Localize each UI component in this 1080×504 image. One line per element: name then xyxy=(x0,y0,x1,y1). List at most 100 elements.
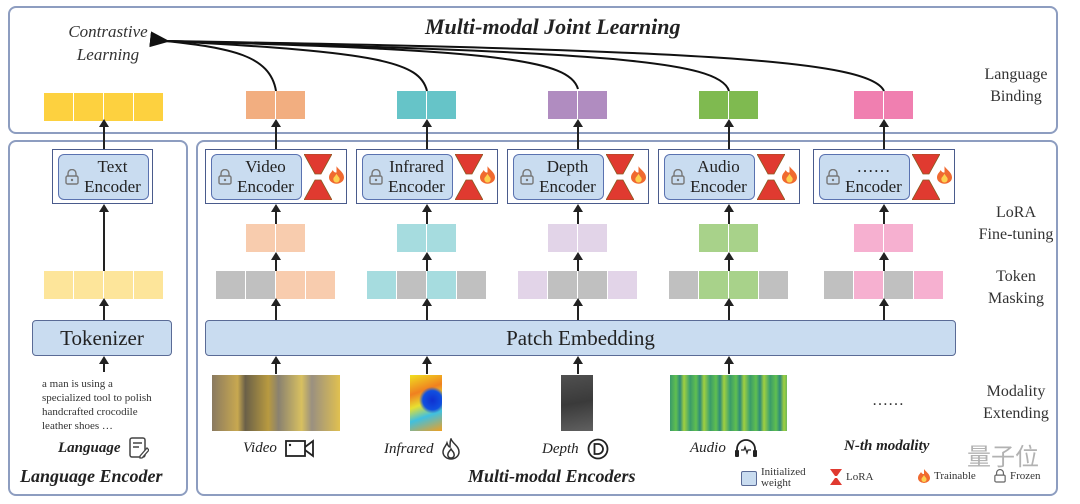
arrow xyxy=(422,119,432,149)
fire-icon xyxy=(918,469,930,483)
modality-label-language: Language xyxy=(58,437,149,459)
token xyxy=(548,91,577,119)
fire-icon xyxy=(329,166,344,184)
token xyxy=(427,91,456,119)
arrow xyxy=(573,119,583,149)
arrow xyxy=(573,204,583,224)
infrared-binding-tokens xyxy=(397,91,457,119)
masked-token xyxy=(397,271,426,299)
lock-icon xyxy=(826,169,840,185)
token xyxy=(276,271,305,299)
token xyxy=(44,93,73,121)
arrow xyxy=(422,252,432,271)
depth-binding-tokens xyxy=(548,91,608,119)
token xyxy=(74,271,103,299)
infrared-unmasked-tokens xyxy=(397,224,457,252)
token xyxy=(427,271,456,299)
arrow xyxy=(573,356,583,374)
arrow xyxy=(724,204,734,224)
masked-token xyxy=(246,271,275,299)
video-camera-icon xyxy=(284,439,314,458)
token xyxy=(548,224,577,252)
fire-icon xyxy=(782,166,797,184)
token xyxy=(608,271,637,299)
arrow xyxy=(99,119,109,149)
arrow xyxy=(271,119,281,149)
modality-label-infrared: Infrared xyxy=(384,438,461,460)
arrow xyxy=(724,119,734,149)
nth-binding-tokens xyxy=(854,91,914,119)
text-binding-tokens xyxy=(44,93,164,121)
arrow xyxy=(99,356,109,372)
lora-icon xyxy=(830,469,842,485)
audio-masked-tokens xyxy=(669,271,789,299)
nth-unmasked-tokens xyxy=(854,224,914,252)
token xyxy=(578,91,607,119)
token xyxy=(699,224,728,252)
arrow xyxy=(99,298,109,320)
arrow xyxy=(99,204,109,271)
arrow xyxy=(724,298,734,320)
masked-token xyxy=(669,271,698,299)
audio-spectrogram-image xyxy=(670,375,787,431)
token xyxy=(578,224,607,252)
token xyxy=(44,271,73,299)
patch-embedding[interactable]: Patch Embedding xyxy=(205,320,956,356)
lock-icon xyxy=(671,169,685,185)
modality-label-video: Video xyxy=(243,438,315,458)
watermark: 量子位 xyxy=(967,443,1039,471)
fire-icon xyxy=(480,166,495,184)
diagram-title: Multi-modal Joint Learning xyxy=(425,14,681,39)
token xyxy=(367,271,396,299)
modality-label-audio: Audio xyxy=(690,438,758,458)
language-binding-panel xyxy=(8,6,1058,134)
nth-encoder[interactable]: ……Encoder xyxy=(819,154,910,200)
tokenizer[interactable]: Tokenizer xyxy=(32,320,172,356)
edit-document-icon xyxy=(128,437,149,459)
arrow xyxy=(271,356,281,374)
curve-infrared xyxy=(165,40,428,92)
lock-icon xyxy=(520,169,534,185)
modality-label-depth: Depth xyxy=(542,438,609,460)
initialized-weight-swatch xyxy=(741,470,757,486)
arrow xyxy=(879,119,889,149)
fire-icon xyxy=(631,166,646,184)
token xyxy=(134,93,163,121)
token xyxy=(699,271,728,299)
video-unmasked-tokens xyxy=(246,224,306,252)
token xyxy=(518,271,547,299)
nth-masked-tokens xyxy=(824,271,944,299)
lock-icon xyxy=(369,169,383,185)
lora-icon xyxy=(912,154,940,200)
curve-nth xyxy=(165,40,885,92)
token xyxy=(104,271,133,299)
token xyxy=(134,271,163,299)
arrow xyxy=(879,204,889,224)
depth-unmasked-tokens xyxy=(548,224,608,252)
token xyxy=(246,91,275,119)
arrow xyxy=(573,252,583,271)
contrastive-connections xyxy=(149,31,885,92)
infrared-image xyxy=(410,375,442,431)
token xyxy=(914,271,943,299)
masked-token xyxy=(216,271,245,299)
depth-image xyxy=(561,375,593,431)
arrow xyxy=(422,298,432,320)
token xyxy=(276,224,305,252)
arrow xyxy=(271,298,281,320)
arrow xyxy=(422,204,432,224)
flame-outline-icon xyxy=(442,438,461,460)
token xyxy=(729,91,758,119)
nth-modality-placeholder: …… xyxy=(872,392,904,409)
